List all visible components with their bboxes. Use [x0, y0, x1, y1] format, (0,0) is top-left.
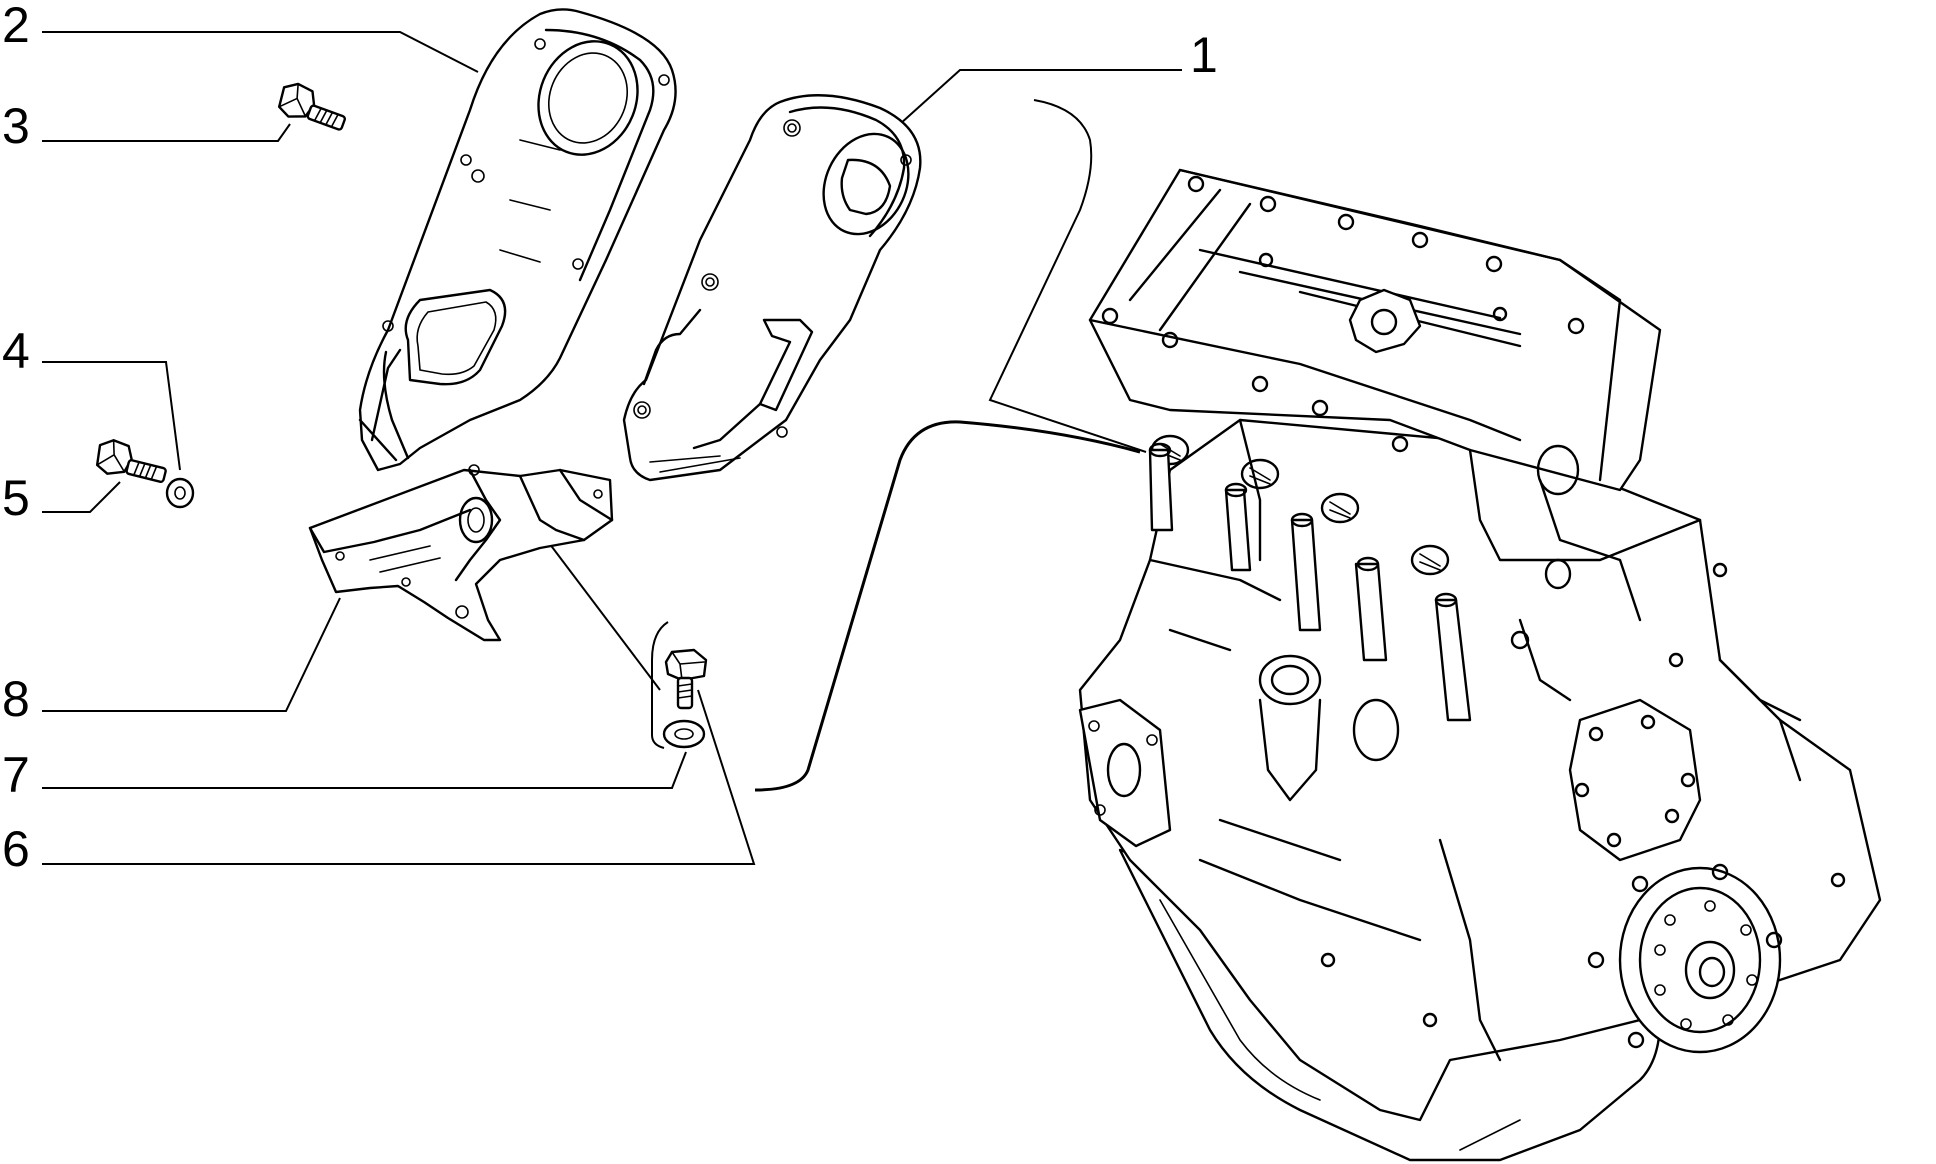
leader-engine-curve [988, 99, 1147, 453]
leader-line-5 [42, 481, 121, 513]
pump-cover-plate [1568, 698, 1702, 862]
mounting-flange [1078, 698, 1172, 848]
callout-number-3[interactable]: 3 [2, 98, 30, 154]
bolt-part-5[interactable] [94, 437, 170, 487]
leader-line-8 [42, 597, 341, 712]
bolt-part-6[interactable] [664, 648, 708, 710]
washer-part-7[interactable] [662, 719, 706, 749]
engine-block-part-1[interactable] [1078, 168, 1882, 1162]
crankshaft-pulley [1618, 866, 1782, 1054]
leader-line-2 [42, 31, 479, 73]
callout-number-6[interactable]: 6 [2, 821, 30, 877]
callout-number-1[interactable]: 1 [1190, 27, 1218, 83]
thermostat-ring [1352, 698, 1400, 762]
callout-number-8[interactable]: 8 [2, 671, 30, 727]
head-bolts [1101, 175, 1585, 453]
washer-part-4[interactable] [165, 477, 195, 509]
leader-engine-lower-curve [754, 420, 1141, 792]
leader-bracket-bolt-group [651, 621, 669, 749]
leader-line-7 [42, 751, 687, 789]
callout-number-4[interactable]: 4 [2, 323, 30, 379]
inner-timing-cover-part-2[interactable] [358, 8, 677, 472]
leader-line-6 [42, 689, 756, 865]
leader-lines [42, 31, 1182, 865]
outer-timing-cover[interactable] [622, 94, 924, 482]
bolt-part-3[interactable] [275, 80, 351, 135]
water-outlet [1258, 654, 1322, 802]
callout-number-7[interactable]: 7 [2, 747, 30, 803]
injectors [1148, 442, 1472, 722]
leader-line-4 [42, 361, 181, 471]
leader-line-1 [899, 69, 1182, 125]
callout-number-2[interactable]: 2 [2, 0, 30, 53]
callout-number-5[interactable]: 5 [2, 470, 30, 526]
oil-filler-cap [1348, 288, 1422, 354]
seal-housing-bolts [1587, 863, 1783, 1049]
support-bracket-part-8[interactable] [308, 464, 614, 642]
leader-line-3 [42, 123, 291, 142]
